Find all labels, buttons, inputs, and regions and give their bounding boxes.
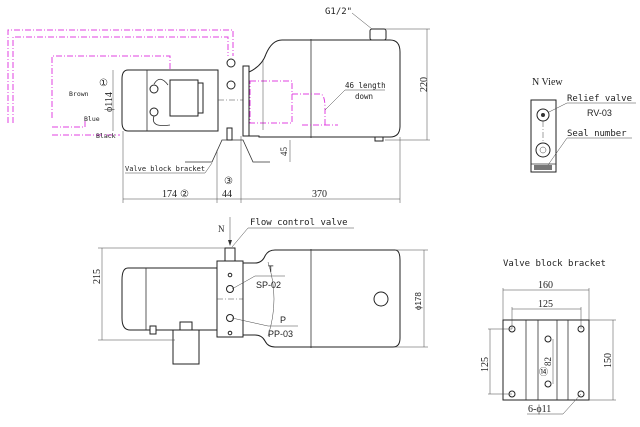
terminal bbox=[149, 325, 157, 335]
bracket-title: Valve block bracket bbox=[503, 259, 606, 269]
leader-seal bbox=[547, 137, 568, 166]
relief-model: RV-03 bbox=[587, 108, 612, 118]
side-view: N Flow control valve 215 T SP-02 P PP-03… bbox=[92, 217, 428, 365]
height-dim: 220 bbox=[419, 77, 430, 92]
motor-body bbox=[121, 267, 218, 331]
flange bbox=[242, 65, 250, 137]
valve-sp: SP-02 bbox=[256, 280, 281, 290]
suction-label-2: down bbox=[355, 92, 373, 101]
leader-sp bbox=[231, 275, 256, 290]
bolt bbox=[227, 330, 233, 336]
leader-relief bbox=[548, 102, 568, 113]
leader-suction bbox=[324, 89, 346, 111]
leader-holes bbox=[562, 393, 582, 415]
marker-3: ③ bbox=[224, 176, 233, 187]
dim-tank: 370 bbox=[312, 189, 327, 200]
wire-brown-label: Brown bbox=[69, 90, 89, 98]
filler-cap bbox=[373, 291, 389, 307]
terminal-plate bbox=[197, 82, 204, 114]
top-view: G1/2" 220 ϕ114 ① Brown Blue Black Valve … bbox=[7, 7, 430, 203]
relief-valve-core bbox=[541, 113, 545, 117]
flow-control-valve bbox=[224, 247, 236, 262]
leader-bracket bbox=[204, 162, 213, 174]
pp03-port bbox=[226, 314, 234, 322]
bolt bbox=[227, 272, 233, 278]
seal-hatch bbox=[534, 165, 552, 170]
bracket-label: Valve block bracket bbox=[125, 165, 205, 173]
hidden-arc bbox=[267, 261, 275, 337]
leader-port bbox=[351, 12, 373, 30]
wire-black-label: Black bbox=[96, 132, 116, 140]
leader-pp bbox=[231, 317, 269, 327]
mount-hole bbox=[544, 335, 552, 343]
width-outer: 160 bbox=[538, 280, 553, 291]
seal-port bbox=[535, 142, 551, 158]
relief-label: Relief valve bbox=[567, 94, 632, 104]
width-holes: 125 bbox=[538, 299, 553, 310]
flow-valve-label: Flow control valve bbox=[250, 218, 348, 228]
tank-body bbox=[248, 39, 401, 138]
bracket-profile bbox=[185, 139, 270, 163]
port-t: T bbox=[268, 264, 274, 274]
valve-pp: PP-03 bbox=[268, 329, 293, 339]
n-view: N View Relief valve RV-03 Seal number bbox=[530, 77, 636, 173]
terminal-nut bbox=[149, 84, 159, 94]
port-label: G1/2" bbox=[325, 7, 352, 17]
solenoid-cap bbox=[179, 321, 193, 331]
tank-body bbox=[242, 249, 401, 348]
bracket-bolt bbox=[226, 127, 233, 141]
sp02-port bbox=[226, 285, 234, 293]
wire-blue-label: Blue bbox=[84, 115, 100, 123]
seal-port-core bbox=[539, 146, 547, 154]
marker-14: ⑭ bbox=[539, 367, 548, 377]
suction-label-1: 46 length bbox=[345, 81, 386, 90]
dim-block: 44 bbox=[222, 189, 232, 200]
marker-2: ② bbox=[180, 189, 189, 200]
marker-1: ① bbox=[99, 78, 108, 89]
motor-diameter: ϕ114 bbox=[104, 92, 115, 112]
seal-label: Seal number bbox=[567, 129, 627, 139]
height-dim: 215 bbox=[92, 269, 103, 284]
tank-diameter: ϕ178 bbox=[414, 292, 423, 310]
height-holes: 125 bbox=[480, 357, 491, 372]
view-marker-n: N bbox=[218, 224, 225, 234]
terminal-nut bbox=[149, 107, 159, 117]
wiring-blue bbox=[52, 118, 86, 128]
solenoid-terminal bbox=[169, 79, 199, 117]
terminal-cable bbox=[152, 78, 171, 126]
bracket-view: Valve block bracket 160 125 125 150 82 ⑭… bbox=[480, 259, 616, 415]
bracket-height-dim: 45 bbox=[279, 147, 289, 157]
height-outer: 150 bbox=[603, 353, 614, 368]
drain-plug bbox=[374, 136, 384, 142]
leader-flow bbox=[231, 227, 249, 248]
port-p: P bbox=[280, 315, 286, 325]
holes-spec: 6-ϕ11 bbox=[528, 404, 551, 415]
suction-hidden bbox=[292, 93, 338, 126]
center-holes: 82 bbox=[543, 357, 553, 366]
pump-hidden bbox=[249, 80, 293, 124]
mount-hole bbox=[544, 380, 552, 388]
arrow-head-icon bbox=[228, 240, 232, 246]
solenoid bbox=[172, 329, 200, 365]
filler-cap bbox=[369, 28, 387, 41]
n-view-title: N View bbox=[532, 77, 563, 88]
fitting bbox=[226, 80, 236, 90]
fitting bbox=[226, 58, 236, 68]
dim-motor: 174 bbox=[162, 189, 177, 200]
wiring-inner bbox=[12, 36, 229, 123]
wiring-outer bbox=[7, 29, 234, 123]
